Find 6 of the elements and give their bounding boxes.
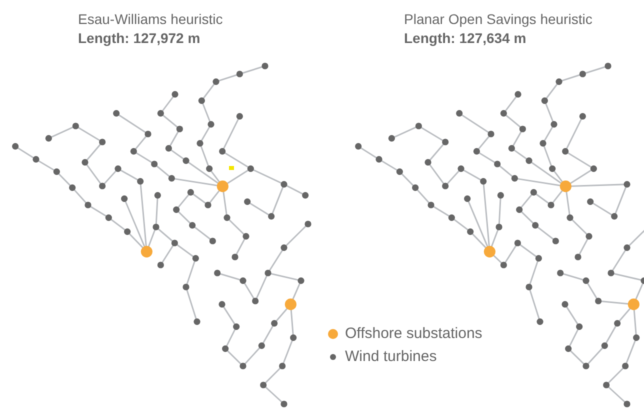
panel-title: Planar Open Savings heuristic — [404, 11, 592, 28]
panel-title: Esau-Williams heuristic — [78, 11, 223, 28]
legend-label: Offshore substations — [345, 325, 482, 343]
length-value: Length: 127,634 m — [404, 30, 526, 47]
length-value: Length: 127,972 m — [78, 30, 200, 47]
legend-label: Wind turbines — [345, 348, 437, 366]
